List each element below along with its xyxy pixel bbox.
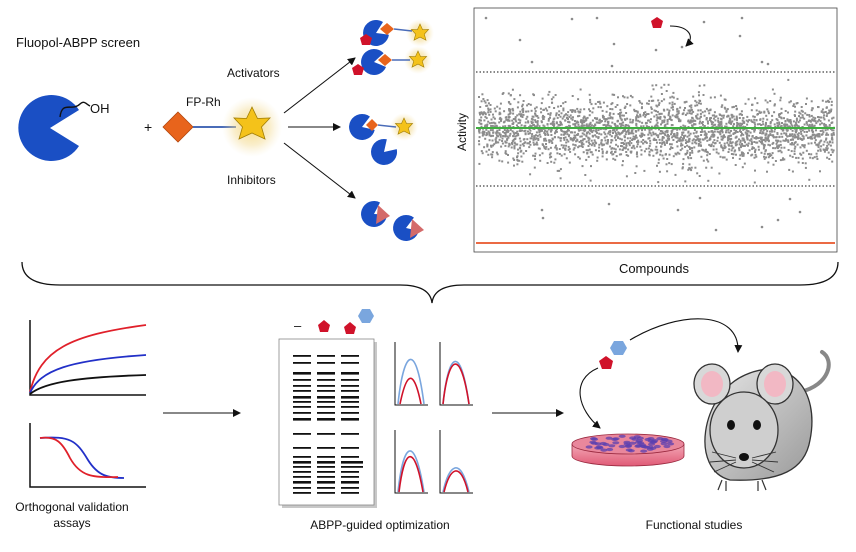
vehicle-minus-label: – bbox=[294, 318, 302, 333]
inhibitors-label: Inhibitors bbox=[227, 173, 276, 187]
chromatogram-1 bbox=[394, 342, 428, 406]
probe-label: FP-Rh bbox=[186, 95, 221, 109]
cell-layer bbox=[585, 434, 675, 453]
activity-axis-label: Activity bbox=[455, 113, 469, 151]
compound-b-hexagon-icon bbox=[358, 309, 374, 323]
blue-curve bbox=[29, 354, 147, 394]
mouse-tail bbox=[798, 350, 831, 394]
compound-a-pentagon-icon bbox=[318, 320, 330, 332]
dose-response-plot bbox=[29, 423, 146, 488]
mouse-whiskers bbox=[709, 451, 779, 473]
plus-sign: + bbox=[144, 119, 152, 135]
probe-bound-enzyme-icon bbox=[345, 111, 418, 171]
chromatogram-3 bbox=[394, 430, 428, 494]
mouse-nose bbox=[739, 453, 749, 461]
scatter-points bbox=[478, 16, 835, 232]
gel-image bbox=[278, 338, 377, 508]
compound-b-pentagon-icon bbox=[344, 322, 356, 334]
black-curve bbox=[29, 374, 147, 395]
abpp-optimization-label: ABPP-guided optimization bbox=[310, 518, 449, 532]
brace-connector bbox=[21, 261, 839, 304]
to-mouse-arrow bbox=[629, 318, 743, 353]
hit-arrow bbox=[669, 25, 694, 47]
kinetic-curves-plot bbox=[29, 320, 147, 396]
red-sigmoid bbox=[39, 436, 119, 479]
orthogonal-label-line-2: assays bbox=[53, 516, 90, 530]
hit-pentagon-icon bbox=[651, 17, 663, 28]
chromatogram-4 bbox=[439, 430, 473, 494]
activators-label: Activators bbox=[227, 66, 280, 80]
enzyme-icon bbox=[18, 95, 91, 162]
chromatogram-panels bbox=[394, 342, 473, 494]
probe-pentagon-icon bbox=[599, 356, 613, 369]
mouse-icon bbox=[693, 350, 831, 491]
inhibited-enzyme-icon bbox=[356, 197, 424, 245]
probe-hexagon-icon bbox=[610, 341, 627, 355]
screen-title: Fluopol-ABPP screen bbox=[16, 35, 140, 50]
fluorophore-star-icon bbox=[233, 106, 271, 140]
activator-complex-icon bbox=[352, 16, 434, 78]
gel-bands bbox=[293, 355, 363, 494]
activity-scatter-plot bbox=[473, 7, 838, 253]
red-curve bbox=[29, 324, 147, 393]
chromatogram-2 bbox=[439, 342, 473, 406]
compounds-axis-label: Compounds bbox=[619, 261, 690, 276]
inhibitor-arrow bbox=[283, 142, 356, 199]
functional-studies-label: Functional studies bbox=[646, 518, 743, 532]
mouse-head bbox=[709, 391, 779, 469]
activator-arrow bbox=[283, 57, 356, 114]
hydroxyl-label: OH bbox=[90, 101, 110, 116]
mouse-feet bbox=[717, 479, 767, 491]
to-cells-arrow bbox=[579, 367, 601, 429]
orthogonal-label-line-1: Orthogonal validation bbox=[15, 500, 128, 514]
petri-dish-icon bbox=[571, 433, 685, 467]
probe-diamond-icon bbox=[162, 111, 194, 143]
